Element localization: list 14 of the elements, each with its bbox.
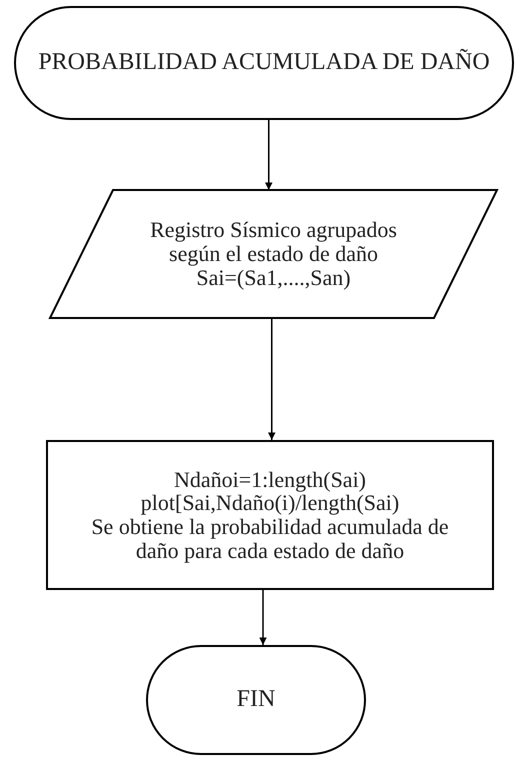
process-text: Se obtiene la probabilidad acumulada de daño para cada estado de daño [90, 515, 450, 562]
process-box [46, 440, 494, 590]
terminal-label: FIN [236, 687, 276, 713]
input-text: Sai=(Sa1,....,San) [196, 266, 351, 290]
arrow [259, 590, 267, 645]
process-text: plot[Sai,Ndaño(i)/length(Sai) [140, 491, 400, 515]
terminal-shape [146, 645, 366, 755]
arrow [265, 120, 272, 190]
process-text: Ndañoi=1:length(Sai) [174, 468, 366, 492]
terminal-shape [14, 6, 514, 120]
input-output-parallelogram [50, 190, 497, 318]
terminal-label: PROBABILIDAD ACUMULADA DE DAÑO [38, 50, 490, 76]
input-text: Registro Sísmico agrupados según el estado de daño [149, 218, 398, 266]
arrow [268, 318, 276, 440]
